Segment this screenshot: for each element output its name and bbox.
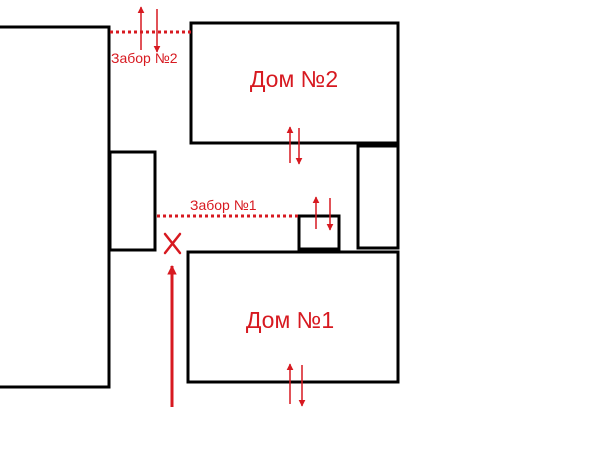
house-1-label: Дом №1: [246, 307, 334, 333]
left-large-building: [0, 25, 111, 389]
cross-icon: [163, 232, 182, 255]
two-way-arrow-icon: [137, 6, 161, 53]
fence-1-label: Забор №1: [190, 197, 257, 213]
house-1-outline: [186, 250, 400, 384]
right-annex-building: [356, 144, 400, 250]
passage-arrows: [137, 6, 334, 407]
two-way-arrow-icon: [312, 196, 334, 231]
building-outlines: [0, 21, 400, 389]
house-2-label: Дом №2: [250, 66, 338, 92]
house-2-outline: [189, 21, 400, 145]
fence-2-label: Забор №2: [111, 50, 178, 66]
left-small-building: [108, 150, 157, 252]
fence-lines: [110, 30, 299, 218]
small-shed: [297, 214, 341, 251]
two-way-arrow-icon: [286, 126, 303, 165]
two-way-arrow-icon: [286, 363, 306, 407]
